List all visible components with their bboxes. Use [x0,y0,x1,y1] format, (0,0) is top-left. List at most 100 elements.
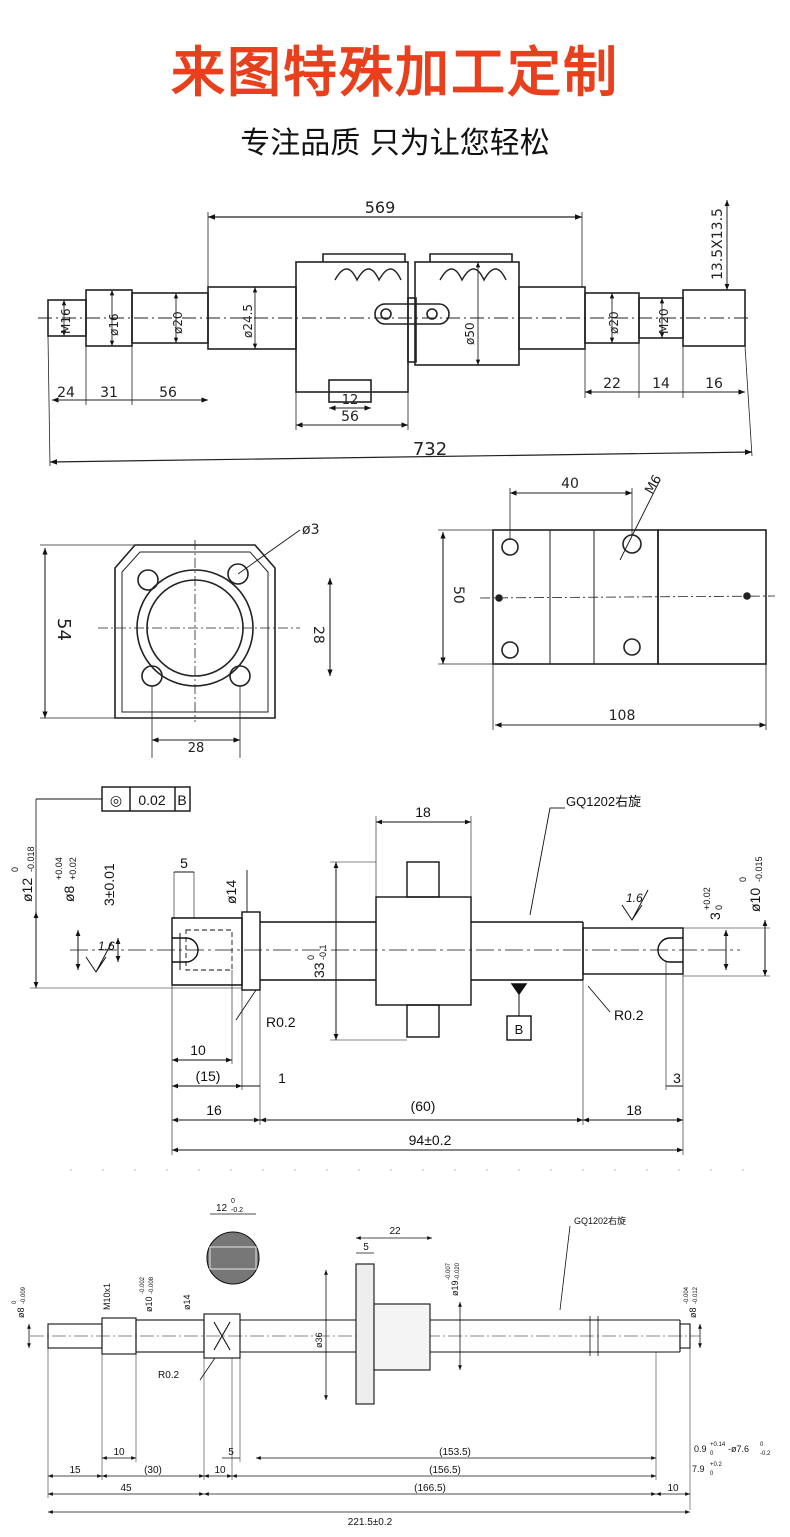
drawing-shaft-a-labels: ◎ 0.02 B ø12 0 -0.018 ø8 +0.04 +0.02 3±0… [10,792,764,1148]
dim-56b: 56 [341,409,359,425]
dim-56a: 56 [159,385,177,401]
dim-d10-up: 0 [738,877,748,882]
sec-up: 0 [231,1198,235,1205]
d10b: ø10 [144,1296,154,1312]
dim-r3-up: +0.02 [702,887,712,910]
dim-60: (60) [411,1098,436,1114]
dim-d8-lo: +0.02 [68,857,78,880]
dim-166: (166.5) [414,1483,446,1494]
dim-d33-lo: -0.1 [318,944,328,960]
tol-symbol: ◎ [110,792,122,808]
dim-m20: M20 [657,308,671,334]
sketch-flange-labels: 54 28 28 ø3 [53,522,326,756]
dim-10-b: 10 [214,1465,226,1476]
dim-3b: 3 [673,1070,681,1086]
d36: ø36 [314,1332,324,1348]
r02-left: R0.2 [266,1014,296,1030]
model-label-b: GQ1202右旋 [574,1215,626,1226]
m10x1: M10x1 [102,1283,112,1310]
groove-d-lo: -0.2 [760,1451,771,1457]
drawing-shaft-b [27,1213,702,1514]
dim-1: 1 [278,1070,286,1086]
d8l: ø8 [16,1307,26,1318]
dim-18-nut: 18 [415,804,431,820]
dim-10-a: 10 [113,1447,125,1458]
sec-lo: -0.2 [231,1207,243,1214]
d8l-up: 0 [12,1300,18,1304]
dim-569: 569 [365,198,396,217]
dim-31: 31 [100,385,118,401]
sketch-block [438,479,776,730]
dim-10: 10 [190,1042,206,1058]
d19: ø19 [450,1280,460,1296]
dim-10-c: 10 [667,1483,679,1494]
dim-18: 18 [626,1102,642,1118]
dim-5: 5 [180,855,188,871]
dim-5-b: 5 [228,1447,234,1458]
dim-d20a: ø20 [171,311,185,334]
dim-16: 16 [206,1102,222,1118]
dim-54: 54 [53,618,74,641]
dim-30: (30) [144,1465,162,1476]
dim-7-9-up: +0.2 [710,1462,723,1468]
dim-7-9: 7.9 [692,1464,705,1474]
dim-14: 14 [652,376,670,392]
dim-153: (153.5) [439,1447,471,1458]
dim-108: 108 [609,708,636,724]
dim-22: 22 [389,1226,401,1237]
dim-156: (156.5) [429,1465,461,1476]
dim-d24-5: ø24.5 [241,304,255,338]
dim-3-001: 3±0.01 [101,863,117,906]
dim-94: 94±0.2 [409,1132,452,1148]
dim-22: 22 [603,376,621,392]
dim-m16: M16 [59,308,73,334]
d8l-lo: -0.009 [21,1286,27,1304]
dim-732: 732 [413,439,447,460]
groove-up: +0.14 [710,1442,726,1448]
dim-16: 16 [705,376,723,392]
d8r-up: -0.004 [684,1286,690,1304]
dim-12: 12 [342,393,359,408]
dim-d33-up: 0 [306,955,316,960]
dim-d12-up: 0 [10,867,20,872]
dim-r3-lo: 0 [714,905,724,910]
dim-13x13: 13.5X13.5 [710,208,726,280]
d8r-lo: -0.012 [693,1286,699,1304]
dim-d33: 33 [311,962,327,978]
sketch-ballscrew-labels: 569 732 13.5X13.5 M16 ø16 ø20 ø24.5 ø50 … [57,198,726,460]
dim-15: (15) [196,1068,221,1084]
dim-d12-lo: -0.018 [26,846,36,872]
dim-d50: ø50 [463,322,477,345]
dim-28h: 28 [188,741,205,756]
dim-d10: ø10 [747,888,763,912]
rough-left: 1.6 [98,939,115,953]
r02b: R0.2 [158,1370,180,1381]
dim-d14: ø14 [223,880,239,904]
dim-221: 221.5±0.2 [348,1517,393,1528]
dim-24: 24 [57,385,75,401]
dim-d8-up: +0.04 [54,857,64,880]
d19-up: -0.007 [446,1262,452,1280]
dim-15b: 15 [69,1465,81,1476]
dim-d12: ø12 [19,878,35,902]
d10b-lo: -0.008 [149,1276,155,1294]
dim-d16: ø16 [107,313,121,336]
dim-d3: ø3 [302,522,319,538]
dim-r3: 3 [707,912,723,920]
groove: 0.9 [694,1444,707,1454]
d19-lo: -0.020 [455,1262,461,1280]
dim-d8: ø8 [61,885,77,902]
dim-45: 45 [120,1483,132,1494]
d10b-up: -0.002 [140,1276,146,1294]
groove-d-up: 0 [760,1442,764,1448]
dim-40: 40 [561,476,579,492]
sec-12: 12 [216,1203,228,1214]
r02-right: R0.2 [614,1007,644,1023]
dim-m6: M6 [642,473,665,497]
dim-d20b: ø20 [607,311,621,334]
dim-28v: 28 [310,626,326,644]
rough-right: 1.6 [626,891,643,905]
model-label: GQ1202右旋 [566,794,641,809]
dim-5-top: 5 [363,1242,369,1253]
